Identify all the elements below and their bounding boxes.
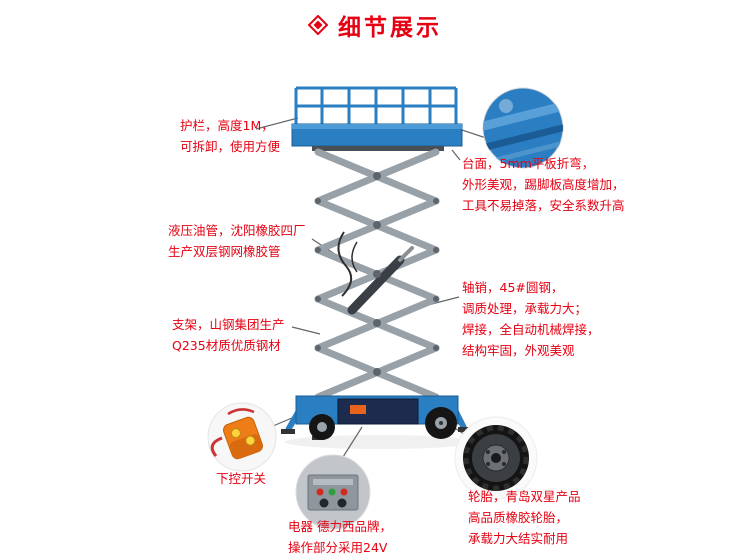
page-title: 细节展示: [338, 15, 442, 41]
note-line: 焊接，全自动机械焊接，: [462, 322, 600, 337]
note-line: 护栏，高度1M，: [180, 118, 274, 133]
note-line: 工具不易掉落，安全系数升高: [462, 198, 625, 213]
note-line: 轴销，45#圆钢，: [462, 280, 564, 295]
note-line: Q235材质优质钢材: [172, 338, 281, 353]
guardrail-note: 护栏，高度1M， 可拆卸，使用方便: [180, 115, 280, 157]
note-line: 生产双层钢网橡胶管: [168, 244, 281, 259]
diamond-icon: [308, 15, 328, 35]
note-line: 调质处理，承载力大；: [462, 301, 588, 316]
note-line: 承载力大结实耐用: [468, 531, 569, 546]
hydraulic-hoses: [337, 231, 358, 297]
platform-detail-photo: [482, 87, 564, 169]
hydraulic-cylinder: [347, 246, 414, 315]
note-line: 可拆卸，使用方便: [180, 139, 281, 154]
frame-note: 支架，山钢集团生产 Q235材质优质钢材: [172, 314, 285, 356]
base-chassis: [281, 395, 471, 440]
note-line: 操作部分采用24V: [288, 540, 388, 555]
pendant-note: 下控开关: [216, 468, 266, 489]
pivot-pins: [315, 172, 439, 376]
note-line: 外形美观，踢脚板高度增加，: [462, 177, 625, 192]
note-line: 台面，5mm平板折弯，: [462, 156, 595, 171]
electric-box-photo: [295, 454, 371, 530]
platform-deck: [291, 123, 463, 151]
tire-note: 轮胎，青岛双星产品 高品质橡胶轮胎， 承载力大结实耐用: [468, 486, 581, 549]
pin-note: 轴销，45#圆钢， 调质处理，承载力大； 焊接，全自动机械焊接， 结构牢固，外观…: [462, 277, 600, 361]
pendant-control-photo: [207, 402, 277, 472]
note-line: 高品质橡胶轮胎，: [468, 510, 569, 525]
tire-photo: [454, 416, 538, 500]
note-line: 电器 德力西品牌，: [288, 519, 392, 534]
note-line: 轮胎，青岛双星产品: [468, 489, 581, 504]
note-line: 液压油管，沈阳橡胶四厂: [168, 223, 306, 238]
note-line: 支架，山钢集团生产: [172, 317, 285, 332]
guardrail: [294, 86, 458, 125]
platform-note: 台面，5mm平板折弯， 外形美观，踢脚板高度增加， 工具不易掉落，安全系数升高: [462, 153, 625, 216]
electric-note: 电器 德力西品牌， 操作部分采用24V 安全电压，使用方便: [288, 516, 401, 560]
note-line: 下控开关: [216, 471, 267, 486]
note-line: 结构牢固，外观美观: [462, 343, 575, 358]
hose-note: 液压油管，沈阳橡胶四厂 生产双层钢网橡胶管: [168, 220, 306, 262]
page-header: 细节展示: [0, 8, 750, 42]
